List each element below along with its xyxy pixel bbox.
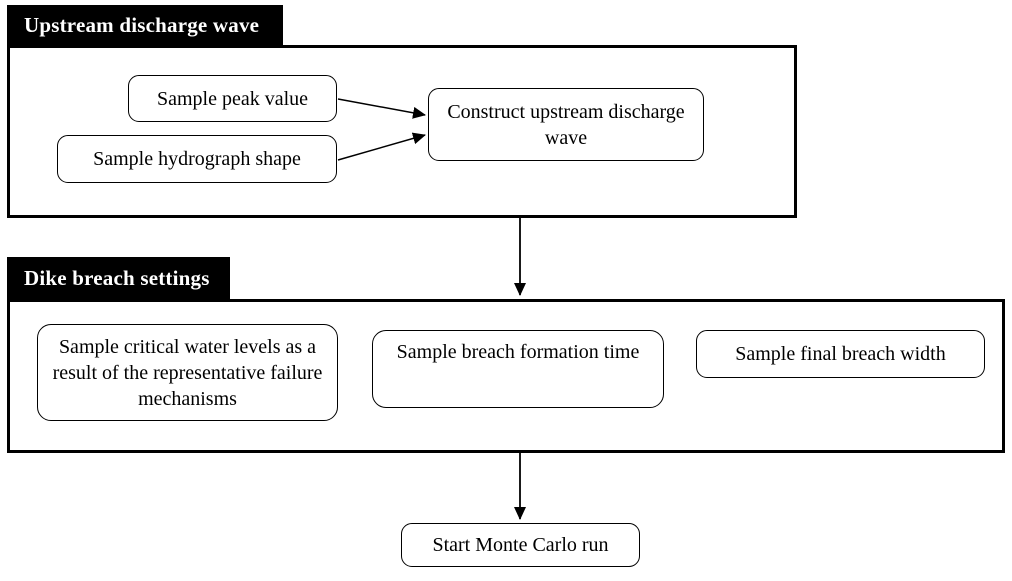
arrow-hydrograph-to-construct — [337, 132, 426, 161]
node-construct-upstream-discharge-wave: Construct upstream discharge wave — [428, 88, 704, 161]
arrow-peak-to-construct — [337, 98, 426, 119]
section-header-dike-breach-settings: Dike breach settings — [7, 257, 230, 299]
node-sample-peak-value: Sample peak value — [128, 75, 337, 122]
node-sample-hydrograph-shape: Sample hydrograph shape — [57, 135, 337, 183]
node-sample-critical-water-levels: Sample critical water levels as a result… — [37, 324, 338, 421]
section-header-upstream-discharge-wave: Upstream discharge wave — [7, 5, 283, 45]
node-start-monte-carlo-run: Start Monte Carlo run — [401, 523, 640, 567]
node-sample-breach-formation-time: Sample breach formation time — [372, 330, 664, 408]
node-sample-final-breach-width: Sample final breach width — [696, 330, 985, 378]
